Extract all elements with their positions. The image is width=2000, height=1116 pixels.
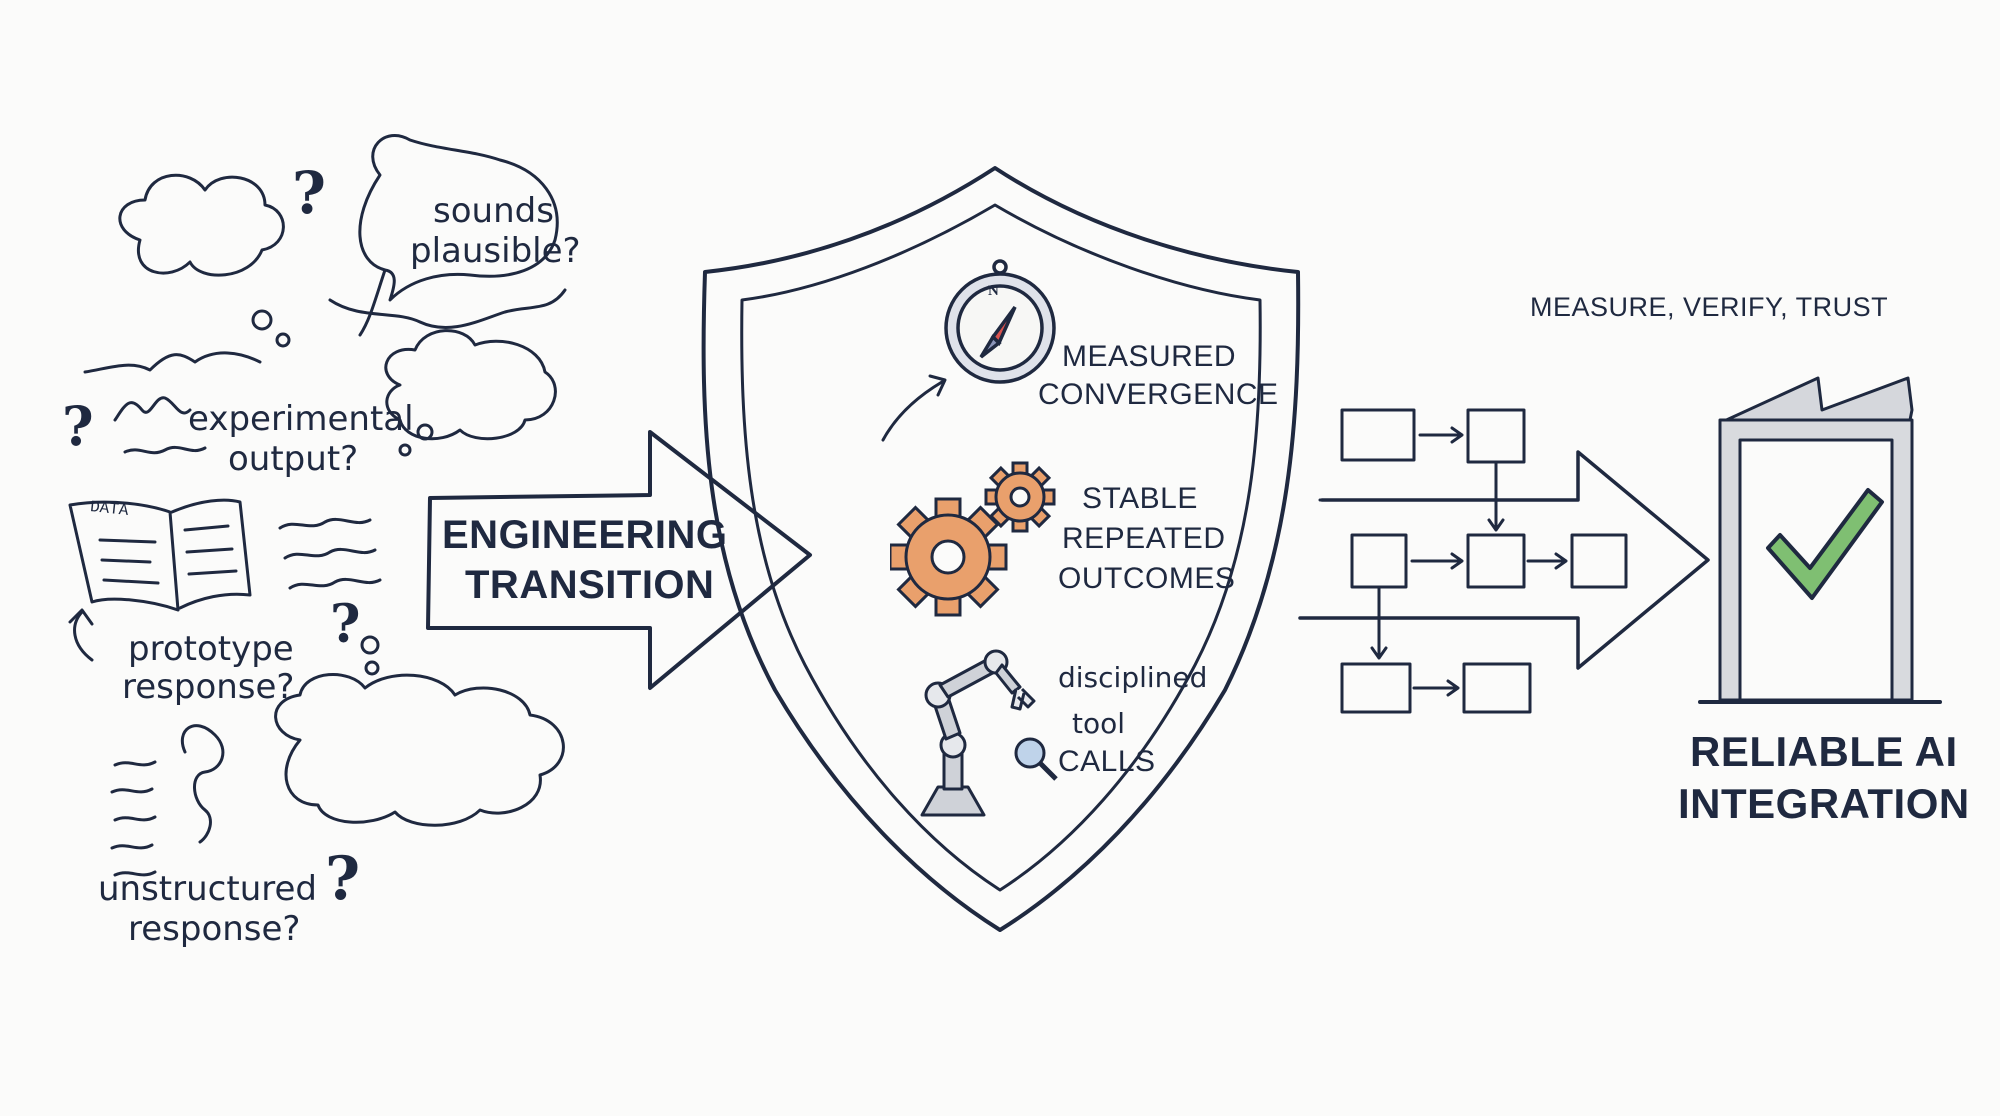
flow-box [1342,664,1410,712]
curved-arrow-head [70,610,92,624]
squiggle-line [330,290,565,328]
thought-cloud-top-left [120,175,284,275]
curved-arrow-icon [883,382,942,440]
speech-bubble-tail [360,270,385,335]
thought-bubble-dot [418,425,432,439]
question-mark: ? [325,844,361,914]
flow-box [1352,535,1406,587]
result-label-line1: RELIABLE AI [1690,728,1958,775]
measured-label: MEASURED [1062,340,1237,373]
flow-connector-arrow [1489,462,1503,530]
flow-connector-arrow [1420,428,1462,442]
squiggle-line [85,353,260,372]
squiggle-line [115,762,155,765]
curved-arrow-head [930,376,945,395]
squiggle-line [280,519,370,528]
tool-label: tool [1072,707,1126,740]
thought-bubble-dot [400,445,410,455]
flow-connector-arrow [1414,681,1458,695]
robot-arm-icon [910,645,1080,825]
curled-line [182,726,223,842]
outcomes-label: OUTCOMES [1058,562,1236,595]
compass-north-letter: N [988,283,999,299]
repeated-label: REPEATED [1062,522,1226,555]
thought-bubble-dot [362,637,378,653]
label-sounds: sounds [433,191,554,231]
transition-label-line2: TRANSITION [465,563,715,607]
squiggle-line [115,872,155,875]
squiggle-line [125,447,205,452]
thought-cloud-bottom [276,674,564,825]
tagline: MEASURE, VERIFY, TRUST [1530,292,1889,322]
flow-connector-arrow [1372,587,1386,658]
transition-label-line1: ENGINEERING [442,513,728,557]
label-prototype: prototype [128,629,294,669]
question-mark: ? [62,394,94,458]
flow-box [1342,410,1414,460]
result-label-line2: INTEGRATION [1678,780,1970,827]
convergence-label: CONVERGENCE [1038,378,1279,411]
label-unstructured: unstructured [98,869,317,909]
label-plausible: plausible? [410,231,581,271]
label-response-2: response? [128,909,301,949]
thought-bubble-dot [277,334,289,346]
engineering-transition-arrow [428,432,810,688]
disciplined-label: disciplined [1058,661,1208,694]
shield-inner [742,205,1261,890]
squiggle-line [115,398,190,420]
squiggle-line [285,549,375,558]
label-output: output? [228,439,359,479]
flow-box [1464,664,1530,712]
flow-arrow-outline [1300,452,1708,668]
compass-icon [935,255,1065,395]
squiggle-line [290,579,380,588]
thought-bubble-dot [366,662,378,674]
data-document-icon [70,500,250,610]
squiggle-line [112,845,152,848]
flow-connector-arrow [1412,554,1462,568]
flow-connector-arrow [1528,554,1566,568]
shield-outer [704,168,1299,930]
squiggle-line [112,789,152,792]
flow-box [1468,535,1524,587]
thought-bubble-dot [253,311,271,329]
thought-cloud-middle [386,331,556,439]
gears-icon [890,455,1070,625]
calls-label: CALLS [1058,745,1156,778]
curved-arrow-icon [75,612,92,660]
label-response-1: response? [122,667,295,707]
flow-box [1468,410,1524,462]
flow-box [1572,535,1626,587]
label-experimental: experimental [188,399,414,439]
stable-label: STABLE [1082,482,1198,515]
squiggle-line [115,817,155,820]
question-mark: ? [330,594,361,655]
reliability-gateway [1700,378,1940,702]
check-mark-icon [1768,490,1882,598]
doc-label: DATA [89,498,130,520]
question-mark: ? [292,159,326,227]
